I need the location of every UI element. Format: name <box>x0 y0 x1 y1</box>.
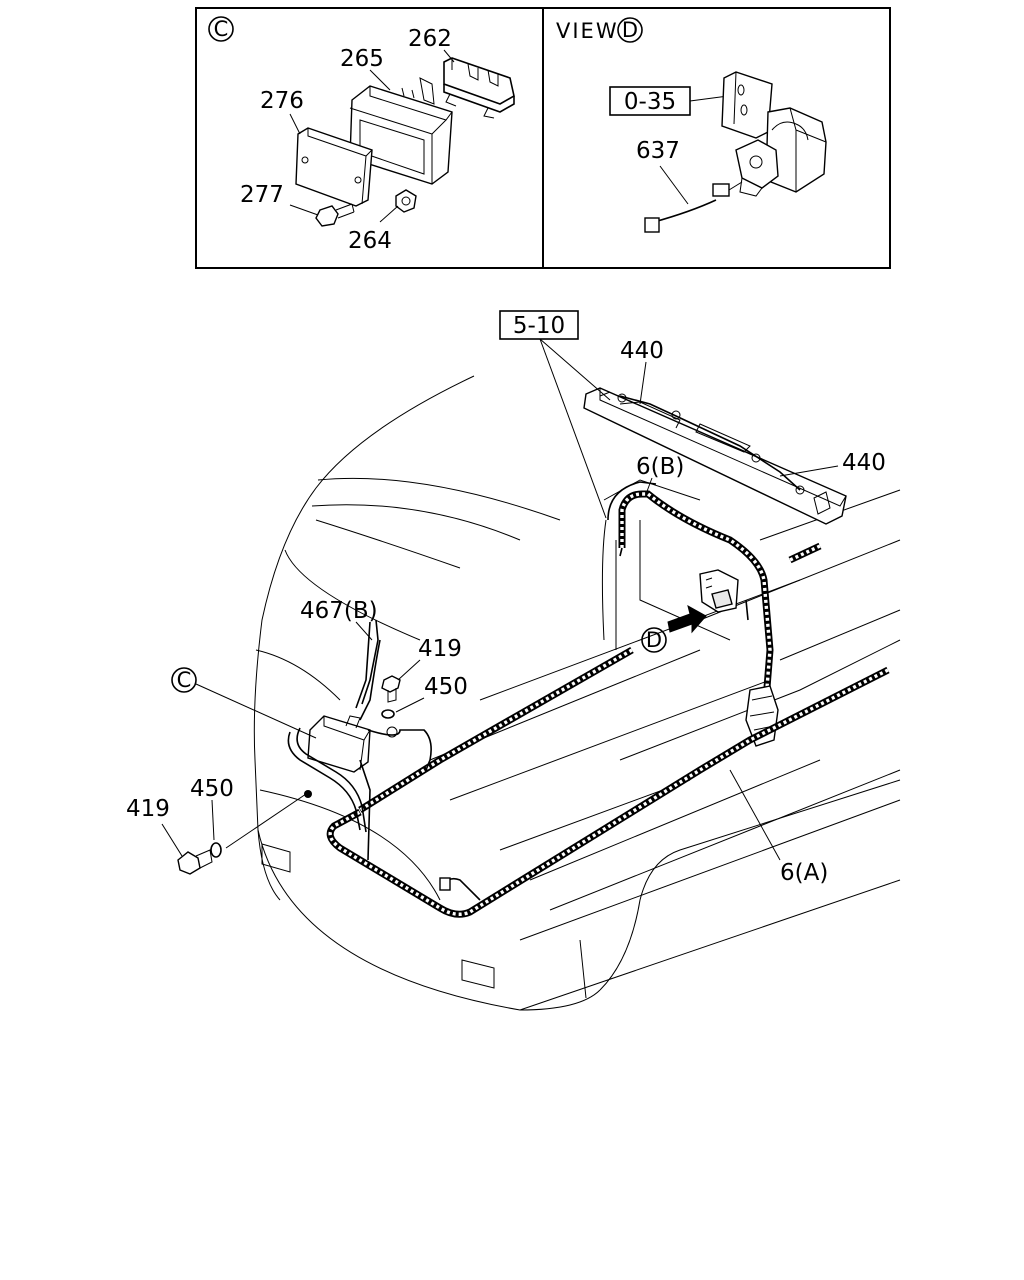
label-467b: 467(B) <box>300 598 378 624</box>
label-6a: 6(A) <box>780 860 828 886</box>
bracket-262-drawing <box>443 57 515 119</box>
leader-ground <box>225 793 307 849</box>
label-450-top: 450 <box>424 674 468 700</box>
leader-419-left <box>161 823 183 857</box>
view-d-arrow <box>667 605 707 634</box>
harness-6a-drawing <box>326 542 890 918</box>
leader-marker-c <box>195 683 317 739</box>
inset-d-view-text: VIEW <box>556 19 619 43</box>
label-440-top: 440 <box>620 338 664 364</box>
bolt-277-drawing <box>315 203 355 227</box>
main-marker-c: C <box>171 667 197 693</box>
label-637: 637 <box>636 138 680 164</box>
ref-box-0-35: 0-35 <box>609 86 691 116</box>
label-440-right: 440 <box>842 450 886 476</box>
leader-440-top <box>639 361 647 405</box>
inset-c-marker-text: C <box>214 17 229 41</box>
ref-box-5-10-text: 5-10 <box>513 313 565 339</box>
leader-419-top <box>397 659 421 681</box>
leader-440-right <box>779 465 839 477</box>
label-262: 262 <box>408 26 452 52</box>
label-450-left: 450 <box>190 776 234 802</box>
label-276: 276 <box>260 88 304 114</box>
inset-frames <box>195 7 891 269</box>
leader-5-10-b <box>539 338 611 401</box>
label-419-top: 419 <box>418 636 462 662</box>
ref-box-5-10: 5-10 <box>499 310 579 340</box>
leader-467b <box>355 621 373 641</box>
ecu-assembly-main-drawing <box>287 619 432 861</box>
ecu-265-drawing <box>349 77 453 185</box>
nut-264-drawing <box>395 189 417 213</box>
label-264: 264 <box>348 228 392 254</box>
bolt-419-top-drawing <box>381 675 401 703</box>
label-419-left: 419 <box>126 796 170 822</box>
cross-member-440-drawing <box>583 387 847 525</box>
inset-c-marker: C <box>208 16 234 42</box>
leader-6b <box>645 477 653 495</box>
leader-6a <box>729 769 781 861</box>
inset-d: VIEW D 0-35 <box>556 17 827 233</box>
inset-d-marker-text: D <box>622 18 638 42</box>
bolt-419-left-drawing <box>177 849 213 875</box>
cover-276-drawing <box>295 127 373 207</box>
vehicle-body-outline <box>253 375 901 1011</box>
main-marker-d: D <box>641 627 667 653</box>
main-marker-d-text: D <box>646 628 662 652</box>
view-d-sensor-drawing <box>699 569 739 613</box>
ref-box-0-35-text: 0-35 <box>624 89 676 115</box>
sensor-bracket-drawing <box>721 71 827 197</box>
washer-450-top-drawing <box>381 709 395 719</box>
harness-637-drawing <box>644 181 743 233</box>
leader-5-10-a <box>539 338 607 519</box>
harness-6b-drawing <box>607 481 779 747</box>
inset-d-marker: D <box>617 17 643 43</box>
inset-c: C <box>208 16 515 254</box>
leader-450-top <box>395 697 425 713</box>
ground-point-drawing <box>304 790 312 798</box>
main-marker-c-text: C <box>177 668 192 692</box>
label-265: 265 <box>340 46 384 72</box>
leader-450-left <box>211 799 215 841</box>
label-277: 277 <box>240 182 284 208</box>
label-6b: 6(B) <box>636 454 684 480</box>
washer-450-left-drawing <box>210 842 222 858</box>
